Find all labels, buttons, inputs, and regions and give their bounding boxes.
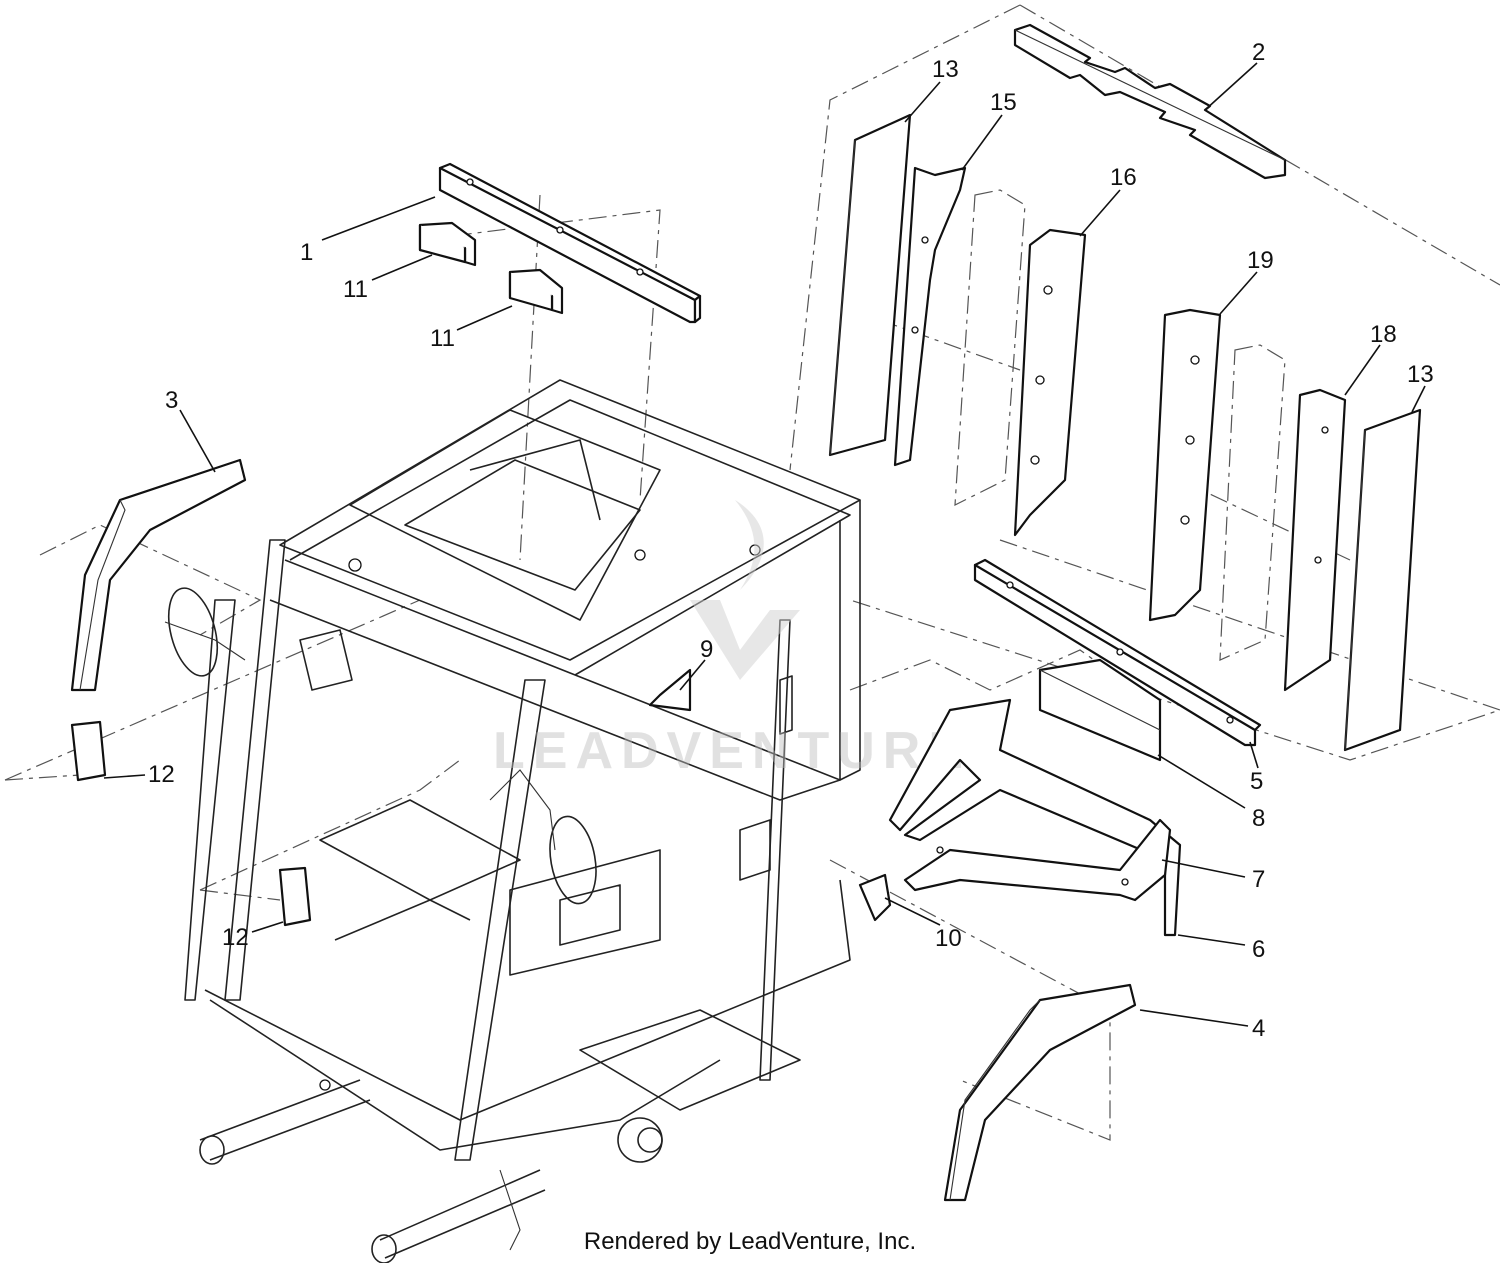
part-10-wedge: [858, 873, 892, 922]
callout-5: 5: [1250, 768, 1263, 795]
callout-labels: 1 2 3 4 5 6 7 8 9 10 11 11 12 12 13 13 1…: [148, 39, 1434, 1042]
part-12-pad-left: [70, 720, 107, 782]
part-17-panel-dashed: [954, 189, 1026, 507]
part-6-seat-frame: [888, 698, 1182, 937]
callout-3: 3: [165, 387, 178, 414]
part-20-panel-dashed: [1219, 344, 1286, 661]
callout-11-upper: 11: [343, 276, 368, 303]
part-9-wedge: [648, 668, 692, 712]
part-2-top-foam: [1013, 23, 1287, 180]
callout-13-right: 13: [1407, 361, 1434, 388]
watermark-text: LEADVENTURE: [493, 722, 971, 780]
callout-6: 6: [1252, 936, 1265, 963]
part-13-panel-right: [1343, 408, 1422, 752]
callout-11-lower: 11: [430, 325, 455, 352]
callout-1: 1: [300, 239, 313, 266]
part-16-panel: [1013, 228, 1087, 537]
callout-13-left: 13: [932, 56, 959, 83]
leader-lines: [103, 62, 1426, 1027]
callout-9: 9: [700, 636, 713, 663]
callout-10: 10: [935, 925, 962, 952]
callout-18: 18: [1370, 321, 1397, 348]
render-credit: Rendered by LeadVenture, Inc.: [583, 1228, 917, 1255]
part-19-panel: [1148, 308, 1222, 622]
part-3-left-foam: [70, 458, 247, 692]
callout-7: 7: [1252, 866, 1265, 893]
part-4-right-foam: [943, 983, 1137, 1202]
callout-15: 15: [990, 89, 1017, 116]
part-5-long-rail: [973, 558, 1262, 747]
part-12-pad-center: [278, 866, 312, 927]
part-8-foam-block: [1038, 658, 1162, 762]
cab-frame: [164, 379, 861, 1263]
part-15-panel: [893, 166, 967, 467]
part-11-bracket-lower: [508, 268, 564, 315]
watermark-logo: LEADVENTURE: [493, 500, 971, 780]
part-7-seat-foam: [903, 818, 1172, 902]
callout-12-left: 12: [148, 761, 175, 788]
callout-2: 2: [1252, 39, 1265, 66]
callout-16: 16: [1110, 164, 1137, 191]
part-18-panel: [1283, 388, 1347, 692]
callout-12-center: 12: [222, 924, 249, 951]
part-13-panel-left: [828, 113, 912, 457]
callout-19: 19: [1247, 247, 1274, 274]
part-11-bracket-upper: [418, 221, 477, 267]
callout-8: 8: [1252, 805, 1265, 832]
part-1-top-rail: [438, 162, 702, 324]
callout-4: 4: [1252, 1015, 1265, 1042]
